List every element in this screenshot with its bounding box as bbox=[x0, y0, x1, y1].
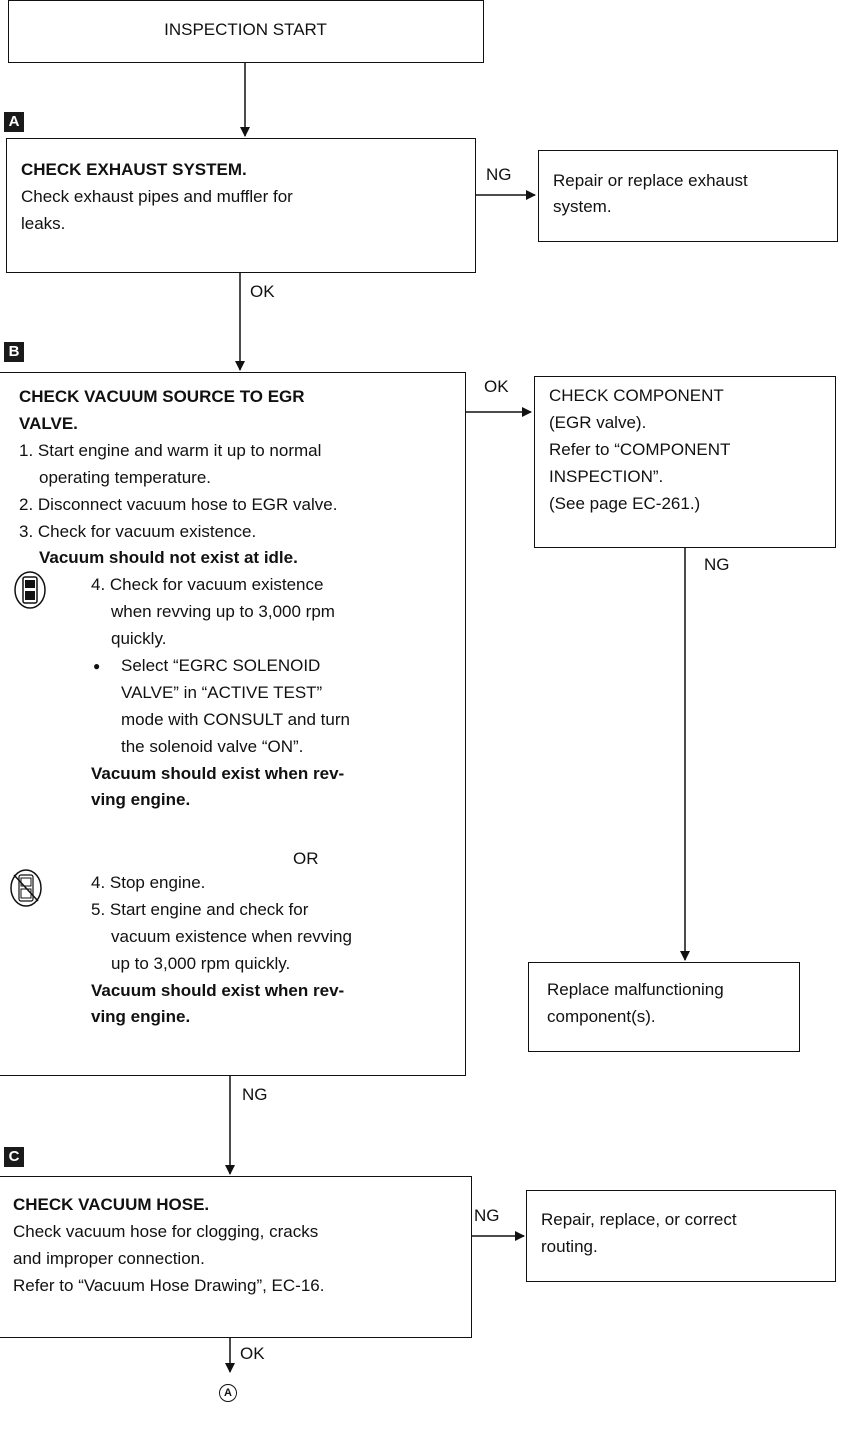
vacuum-hose-title: CHECK VACUUM HOSE. bbox=[13, 1195, 210, 1214]
vacuum-source-title-1: CHECK VACUUM SOURCE TO EGR bbox=[19, 387, 305, 406]
repair-exhaust-line-1: Repair or replace exhaust bbox=[553, 171, 748, 190]
check-exhaust-line-1: Check exhaust pipes and muffler for bbox=[21, 187, 293, 206]
vacuum-source-item-2: 2. Disconnect vacuum hose to EGR valve. bbox=[19, 495, 338, 514]
note-vacuum-rev-1b: ving engine. bbox=[91, 790, 191, 809]
vacuum-source-item-1: 1. Start engine and warm it up to normal bbox=[19, 441, 322, 460]
component-line-2: (EGR valve). bbox=[549, 413, 647, 432]
connector-a: A bbox=[219, 1384, 237, 1402]
component-line-4: INSPECTION”. bbox=[549, 467, 664, 486]
component-line-1: CHECK COMPONENT bbox=[549, 386, 724, 405]
note-vacuum-rev-2a: Vacuum should exist when rev- bbox=[91, 981, 345, 1000]
inspection-start-box: INSPECTION START bbox=[8, 0, 484, 63]
consult-item-4: 4. Check for vacuum existence bbox=[91, 575, 324, 594]
step-b-ng-label: NG bbox=[242, 1085, 268, 1104]
step-a-ok-label: OK bbox=[250, 282, 275, 301]
step-a-ng-label: NG bbox=[486, 165, 512, 184]
check-exhaust-box: CHECK EXHAUST SYSTEM. Check exhaust pipe… bbox=[6, 138, 476, 273]
consult-item-4b: when revving up to 3,000 rpm bbox=[111, 602, 335, 621]
bullet-line-2: VALVE” in “ACTIVE TEST” bbox=[121, 683, 323, 702]
vacuum-source-item-1b: operating temperature. bbox=[39, 468, 211, 487]
vacuum-hose-line-3: Refer to “Vacuum Hose Drawing”, EC-16. bbox=[13, 1276, 325, 1295]
repair-hose-line-1: Repair, replace, or correct bbox=[541, 1210, 737, 1229]
repair-exhaust-line-2: system. bbox=[553, 197, 612, 216]
check-exhaust-title: CHECK EXHAUST SYSTEM. bbox=[21, 160, 247, 179]
or-label: OR bbox=[287, 848, 325, 870]
no-consult-item-5: 5. Start engine and check for bbox=[91, 900, 309, 919]
vacuum-hose-line-1: Check vacuum hose for clogging, cracks bbox=[13, 1222, 319, 1241]
bullet-dot: ● bbox=[93, 659, 101, 673]
bullet-line-4: the solenoid valve “ON”. bbox=[121, 737, 304, 756]
no-consult-item-4: 4. Stop engine. bbox=[91, 873, 206, 892]
vacuum-source-title-2: VALVE. bbox=[19, 414, 78, 433]
note-vacuum-rev-2b: ving engine. bbox=[91, 1007, 191, 1026]
check-vacuum-source-box: CHECK VACUUM SOURCE TO EGR VALVE. 1. Sta… bbox=[0, 372, 466, 1076]
no-consult-item-5c: up to 3,000 rpm quickly. bbox=[111, 954, 291, 973]
repair-hose-line-2: routing. bbox=[541, 1237, 598, 1256]
note-vacuum-rev-1a: Vacuum should exist when rev- bbox=[91, 764, 345, 783]
vacuum-hose-line-2: and improper connection. bbox=[13, 1249, 205, 1268]
step-b-marker: B bbox=[4, 342, 24, 362]
consult-tester-icon bbox=[14, 571, 46, 609]
step-a-marker: A bbox=[4, 112, 24, 132]
no-consult-item-5b: vacuum existence when revving bbox=[111, 927, 352, 946]
note-no-vacuum-idle: Vacuum should not exist at idle. bbox=[39, 548, 298, 567]
inspection-start-label: INSPECTION START bbox=[164, 20, 327, 39]
bullet-line-1: Select “EGRC SOLENOID bbox=[121, 656, 321, 675]
step-b-ok-label: OK bbox=[484, 377, 509, 396]
bullet-line-3: mode with CONSULT and turn bbox=[121, 710, 350, 729]
replace-line-2: component(s). bbox=[547, 1007, 656, 1026]
consult-item-4c: quickly. bbox=[111, 629, 167, 648]
vacuum-source-item-3: 3. Check for vacuum existence. bbox=[19, 522, 257, 541]
component-line-3: Refer to “COMPONENT bbox=[549, 440, 731, 459]
replace-component-box: Replace malfunctioning component(s). bbox=[528, 962, 800, 1052]
check-vacuum-hose-box: CHECK VACUUM HOSE. Check vacuum hose for… bbox=[0, 1176, 472, 1338]
step-c-ng-label: NG bbox=[474, 1206, 500, 1225]
check-exhaust-line-2: leaks. bbox=[21, 214, 66, 233]
no-consult-tester-icon bbox=[10, 869, 42, 907]
step-c-ok-label: OK bbox=[240, 1344, 265, 1363]
step-c-marker: C bbox=[4, 1147, 24, 1167]
component-line-5: (See page EC-261.) bbox=[549, 494, 701, 513]
connector-a-label: A bbox=[224, 1387, 232, 1399]
repair-hose-box: Repair, replace, or correct routing. bbox=[526, 1190, 836, 1282]
repair-exhaust-box: Repair or replace exhaust system. bbox=[538, 150, 838, 242]
replace-line-1: Replace malfunctioning bbox=[547, 980, 724, 999]
component-ng-label: NG bbox=[704, 555, 730, 574]
check-component-box: CHECK COMPONENT (EGR valve). Refer to “C… bbox=[534, 376, 836, 548]
